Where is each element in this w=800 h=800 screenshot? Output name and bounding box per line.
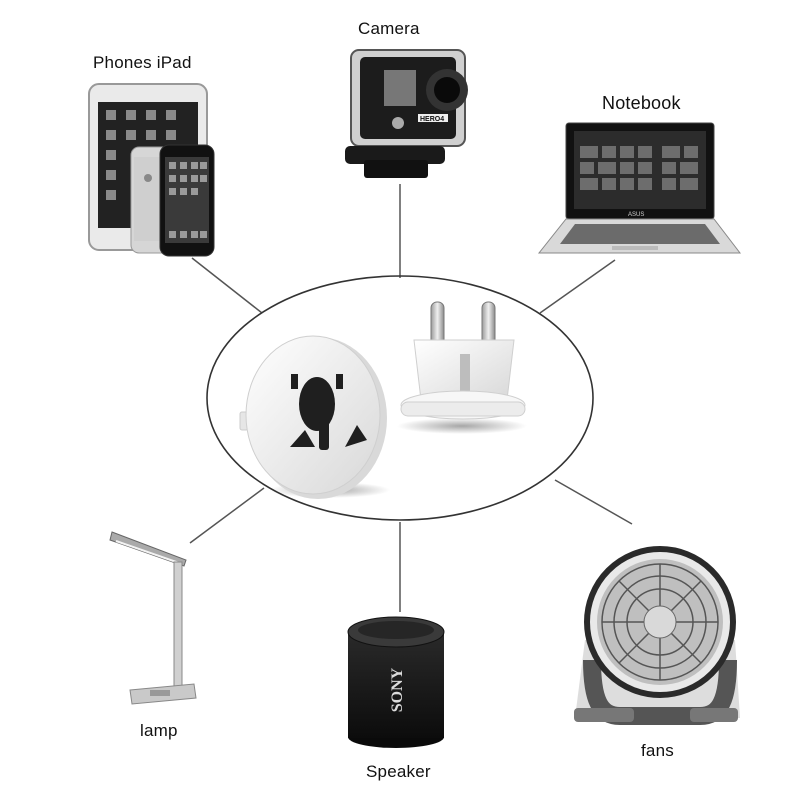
laptop-brand-text: ASUS [628,212,644,218]
label-fans: fans [641,741,674,760]
label-phones-ipad: Phones iPad [93,53,192,72]
label-speaker: Speaker [366,762,431,781]
bluetooth-speaker-icon: SONY [347,616,445,748]
action-camera-icon: HERO4 [345,49,468,178]
adapter-ellipse [206,275,594,521]
label-lamp: lamp [140,721,178,740]
desk-fan-icon [574,546,740,725]
laptop-icon: ASUS [537,122,742,254]
label-notebook: Notebook [602,93,681,113]
camera-model-text: HERO4 [420,116,444,123]
connector-lines [189,184,633,612]
desk-lamp-icon [109,531,197,705]
phone-tablet-icon [88,83,215,257]
eu-plug-adapter-icon [397,301,527,434]
universal-socket-adapter-icon [239,335,390,499]
label-camera: Camera [358,19,420,38]
speaker-brand-text: SONY [389,667,406,712]
